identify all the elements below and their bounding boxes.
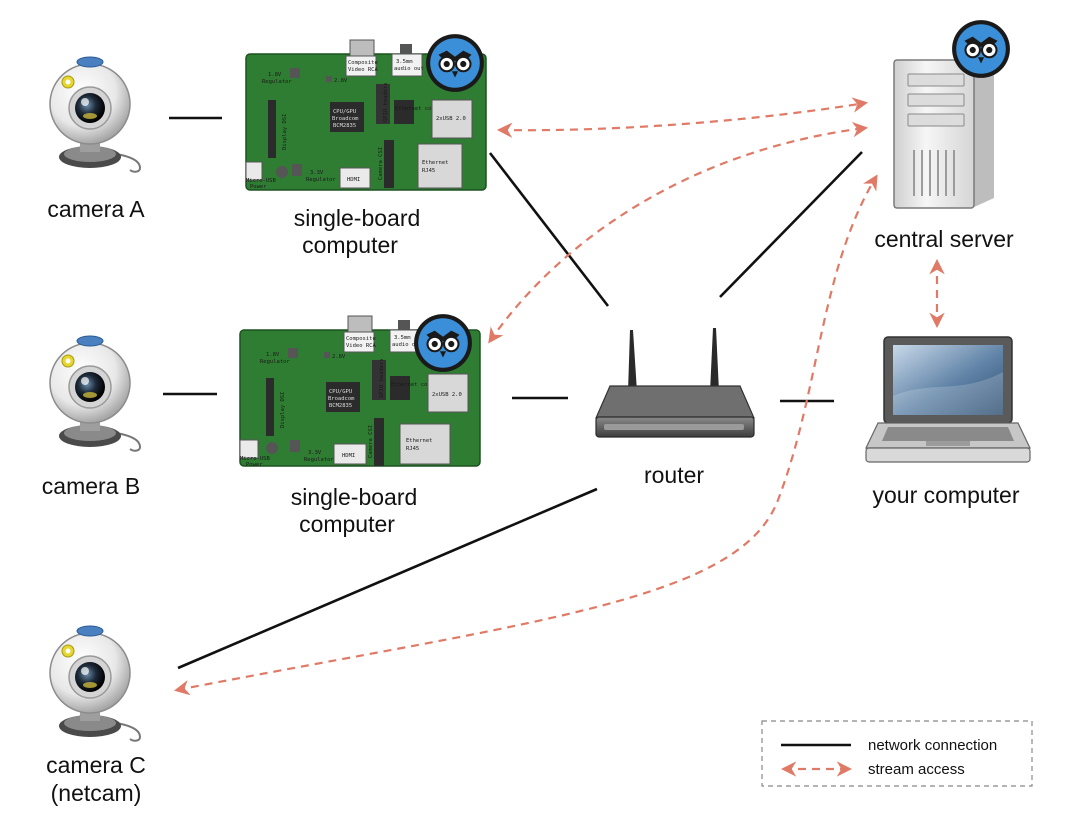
board-text: CPU/GPU (329, 389, 352, 395)
board-text: 3.3V (308, 450, 322, 456)
sbc-2-label: single-board (291, 484, 418, 510)
sbc-1-label: single-board (294, 205, 421, 231)
webcam-icon (49, 56, 141, 173)
router-label: router (644, 462, 704, 488)
board-text: Ethernet (406, 438, 433, 444)
camera-b-label: camera B (42, 473, 140, 499)
board-text: audio out (394, 66, 424, 72)
board-text: Micro-USB (240, 456, 270, 462)
your-computer: your computer (865, 336, 1031, 508)
board-text: Composite (346, 336, 376, 342)
legend-network-label: network connection (868, 737, 997, 754)
single-board-computer-2: Composite Video RCA 3.5mm audio out 1.8V… (239, 313, 481, 468)
board-text: 2.8V (334, 78, 348, 84)
central-server-label: central server (874, 226, 1014, 252)
board-text: Power (250, 184, 267, 190)
board-text: HDMI (347, 177, 360, 183)
board-text: audio out (392, 342, 422, 348)
your-computer-label: your computer (872, 482, 1019, 508)
stream-access (173, 97, 945, 696)
board-text: 2.8V (332, 354, 346, 360)
board-text: Regulator (262, 79, 292, 85)
board-text: 3.3V (310, 170, 324, 176)
board-text: BCM2835 (329, 403, 352, 409)
board-text: HDMI (342, 453, 355, 459)
board-text: BCM2835 (333, 123, 356, 129)
board-text: Micro-USB (246, 178, 276, 184)
board-text: Regulator (260, 359, 290, 365)
legend: network connection stream access (761, 720, 1033, 787)
board-text: CPU/GPU (333, 109, 356, 115)
link-router-server (719, 151, 863, 298)
owl-logo-icon (951, 19, 1011, 79)
board-text: Composite (348, 60, 378, 66)
stream-sbc1-server (496, 97, 869, 138)
board-text: RJ45 (422, 168, 435, 174)
board-text: Camera CSI (368, 425, 374, 458)
central-server: central server (874, 19, 1014, 252)
server-tower-icon (893, 48, 994, 209)
owl-logo-icon (413, 313, 473, 373)
owl-logo-icon (425, 33, 485, 93)
camera-c: camera C (netcam) (46, 625, 146, 806)
board-text: 1.8V (266, 352, 280, 358)
board-text: 2xUSB 2.0 (436, 116, 466, 122)
board-text: 1.8V (268, 72, 282, 78)
legend-stream-label: stream access (868, 761, 965, 778)
board-text: Ethernet (422, 160, 449, 166)
board-text: Power (246, 462, 263, 468)
router: router (595, 328, 755, 488)
camera-c-sublabel: (netcam) (51, 780, 142, 806)
board-text: RJ45 (406, 446, 419, 452)
board-text: 2xUSB 2.0 (432, 392, 462, 398)
camera-a: camera A (47, 56, 145, 222)
webcam-icon (49, 625, 141, 742)
board-text: Ethernet controller (391, 382, 455, 388)
board-text: GPIO headers (383, 82, 389, 122)
single-board-computer-1: Composite Video RCA 3.5mm audio out 1.8V… (245, 33, 487, 191)
camera-a-label: camera A (47, 196, 145, 222)
link-sbc1-router (488, 152, 610, 307)
laptop-icon (865, 336, 1031, 463)
stream-sbc2-server (488, 121, 869, 344)
board-text: 3.5mm (396, 59, 413, 65)
board-text: Regulator (304, 457, 334, 463)
board-text: Broadcom (332, 116, 359, 122)
board-text: Ethernet controller (395, 106, 459, 112)
stream-camerac-server (173, 174, 878, 696)
camera-b: camera B (42, 335, 141, 499)
board-text: Display DSI (280, 392, 286, 428)
board-text: GPIO headers (379, 358, 385, 398)
sbc-2-sublabel: computer (299, 511, 395, 537)
single-board-computer-icon: Composite Video RCA 3.5mm audio out 1.8V… (245, 39, 487, 191)
board-text: Regulator (306, 177, 336, 183)
board-text: Video RCA (346, 343, 376, 349)
router-icon (595, 328, 755, 438)
board-text: 3.5mm (394, 335, 411, 341)
board-text: Camera CSI (378, 147, 384, 180)
camera-c-label: camera C (46, 752, 146, 778)
webcam-icon (49, 335, 141, 452)
sbc-1-sublabel: computer (302, 232, 398, 258)
board-text: Display DSI (282, 114, 288, 150)
board-text: Video RCA (348, 67, 378, 73)
single-board-computer-icon: Composite Video RCA 3.5mm audio out 1.8V… (239, 315, 481, 468)
board-text: Broadcom (328, 396, 355, 402)
